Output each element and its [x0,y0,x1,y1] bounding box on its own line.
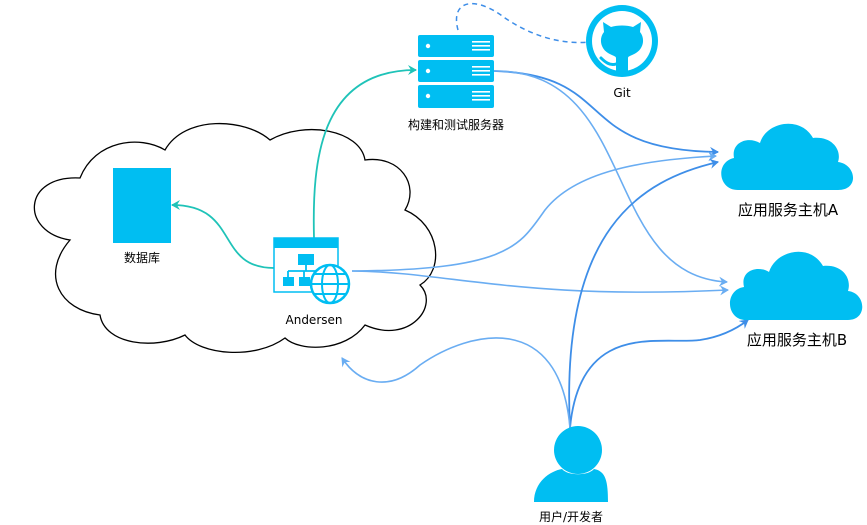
edge-andersen-to-host-b [351,270,729,296]
database-label: 数据库 [123,251,160,265]
github-icon [586,5,658,77]
edge-user-to-host-b [569,319,749,429]
edge-git-to-build-server [455,2,591,44]
build-server-label: 构建和测试服务器 [407,118,504,132]
host-a-cloud-icon [721,123,854,190]
host-b-cloud-icon [729,251,863,320]
edge-andersen-to-build-server [312,65,417,239]
database-icon [113,168,171,243]
edge-andersen-to-database [171,200,275,269]
edge-build-server-to-host-a [493,70,719,157]
user-label: 用户/开发者 [538,510,604,524]
andersen-label: Andersen [285,313,343,327]
edge-andersen-to-host-a [351,151,717,272]
edge-build-server-to-host-b [493,70,728,287]
web-app-sitemap-icon [273,237,351,305]
network-cloud-outline [33,122,437,354]
host-a-label: 应用服务主机A [737,201,839,219]
git-label: Git [613,86,631,100]
user-icon [534,426,608,502]
edge-user-to-andersen [341,337,571,429]
host-b-label: 应用服务主机B [746,331,848,349]
server-rack-icon [418,35,494,108]
edge-user-to-host-a [568,158,719,429]
